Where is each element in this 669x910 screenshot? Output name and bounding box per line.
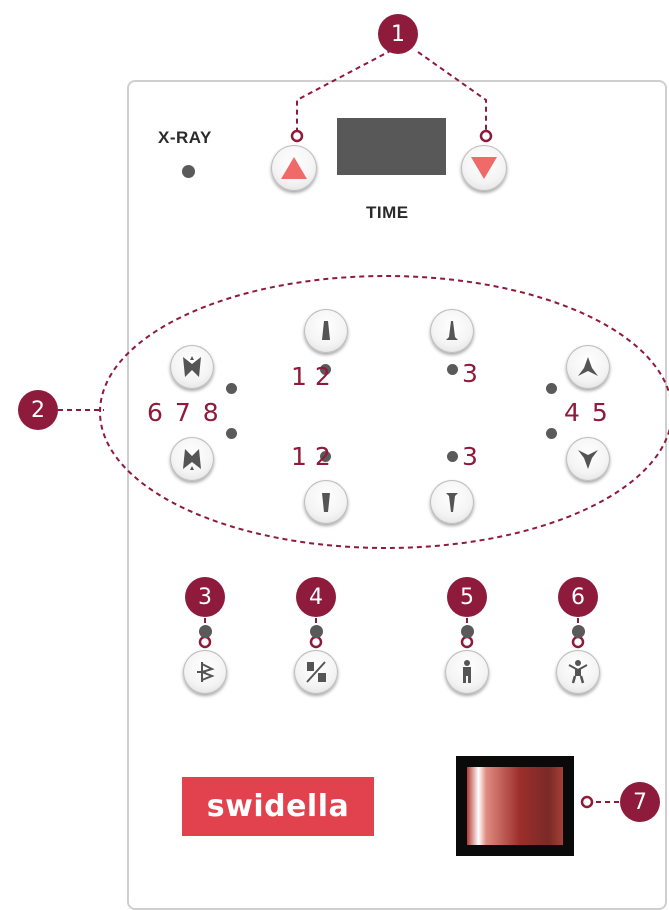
canine-down-icon <box>446 493 458 512</box>
time-display <box>337 118 446 175</box>
callout-badge: 2 <box>18 390 58 430</box>
program-led <box>447 451 458 462</box>
incisor-up-icon <box>322 321 330 340</box>
molar-down-icon <box>578 450 598 469</box>
callout-badge: 5 <box>447 577 487 617</box>
time-up-button[interactable] <box>271 145 317 191</box>
brand-logo: swidella <box>182 777 374 836</box>
xray-indicator-led <box>182 165 195 178</box>
arch-bite-up-icon <box>183 356 201 377</box>
arrow-down-icon <box>471 157 497 179</box>
control-panel <box>127 80 667 910</box>
arrow-up-icon <box>281 157 307 179</box>
program-led <box>226 383 237 394</box>
program-incisor-up-button[interactable] <box>304 309 348 353</box>
film-mode-icon <box>197 662 215 682</box>
film-mode-button[interactable] <box>183 650 227 694</box>
program-arch-down-button[interactable] <box>170 437 214 481</box>
program-led <box>447 364 458 375</box>
program-molar-up-button[interactable] <box>566 345 610 389</box>
program-led <box>226 428 237 439</box>
power-switch[interactable] <box>456 756 574 856</box>
callout-badge: 3 <box>185 577 225 617</box>
power-switch-rocker[interactable] <box>467 767 563 845</box>
program-led <box>320 451 331 462</box>
mode-led <box>310 625 323 638</box>
xray-label: X-RAY <box>158 128 212 147</box>
callout-badge: 6 <box>558 577 598 617</box>
program-incisor-down-button[interactable] <box>304 480 348 524</box>
incisor-down-icon <box>322 493 330 512</box>
time-down-button[interactable] <box>461 145 507 191</box>
program-label: 1 2 <box>291 442 331 471</box>
program-canine-up-button[interactable] <box>430 309 474 353</box>
program-label: 1 2 <box>291 362 331 391</box>
molar-up-icon <box>578 357 598 376</box>
mode-led <box>572 625 585 638</box>
program-label: 4 5 <box>564 398 610 427</box>
adult-icon <box>463 660 471 683</box>
callout-badge: 7 <box>620 782 660 822</box>
canine-up-icon <box>446 321 458 340</box>
program-label: 3 <box>462 359 478 388</box>
adult-mode-button[interactable] <box>445 650 489 694</box>
callout-badge: 1 <box>378 14 418 54</box>
callout-lines <box>58 49 669 809</box>
program-arch-up-button[interactable] <box>170 345 214 389</box>
program-led <box>546 383 557 394</box>
program-led <box>320 364 331 375</box>
program-led <box>546 428 557 439</box>
time-label: TIME <box>366 203 409 222</box>
program-molar-down-button[interactable] <box>566 437 610 481</box>
digital-mode-icon <box>306 661 326 683</box>
arch-bite-down-icon <box>183 449 201 470</box>
program-label: 6 7 8 <box>147 398 221 427</box>
program-canine-down-button[interactable] <box>430 480 474 524</box>
callout-badge: 4 <box>296 577 336 617</box>
mode-led <box>199 625 212 638</box>
child-icon <box>568 660 588 684</box>
child-mode-button[interactable] <box>556 650 600 694</box>
program-label: 3 <box>462 442 478 471</box>
digital-mode-button[interactable] <box>294 650 338 694</box>
mode-led <box>461 625 474 638</box>
